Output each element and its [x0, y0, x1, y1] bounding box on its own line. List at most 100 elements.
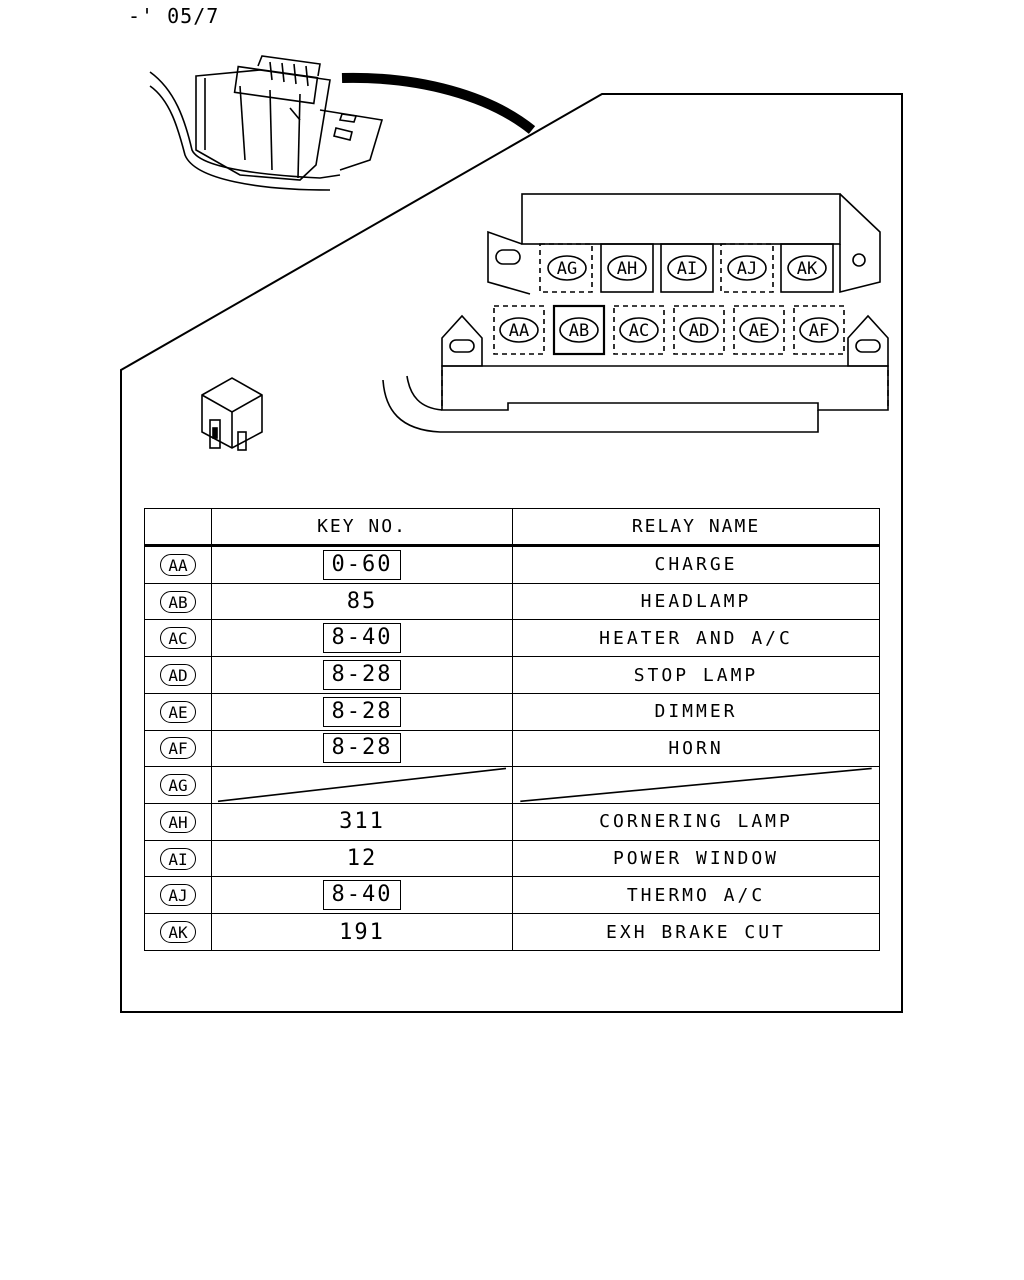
table-row: AE 8-28 DIMMER: [144, 692, 880, 731]
key-number: 8-28: [322, 733, 402, 764]
name-cell: HORN: [512, 729, 880, 768]
key-number: 8-28: [322, 696, 402, 727]
table-row: AK 191 EXH BRAKE CUT: [144, 913, 880, 951]
diagonal-slash: [513, 767, 879, 803]
table-row: AC 8-40 HEATER AND A/C: [144, 619, 880, 658]
row-code: AI: [160, 847, 196, 870]
harness-thumbnail-icon: [149, 55, 384, 191]
name-cell: POWER WINDOW: [512, 839, 880, 878]
key-cell: 8-40: [211, 619, 513, 658]
slot-label-aj: AJ: [727, 255, 767, 281]
upper-slot-labels: AG AH AI AJ AK: [547, 255, 827, 281]
key-number: 8-28: [322, 660, 402, 691]
row-code-cell: AD: [144, 656, 212, 694]
row-code: AB: [160, 590, 196, 613]
table-row: AA 0-60 CHARGE: [144, 545, 880, 584]
table-row: AG: [144, 766, 880, 805]
name-cell: STOP LAMP: [512, 656, 880, 694]
header-code: [144, 508, 212, 547]
slot-label-text: AI: [677, 259, 697, 279]
slot-label-ak: AK: [787, 255, 827, 281]
relay-name: EXH BRAKE CUT: [606, 921, 786, 943]
row-code-cell: AK: [144, 913, 212, 951]
key-cell: 0-60: [211, 545, 513, 584]
row-code: AG: [160, 774, 196, 797]
slot-label-text: AG: [557, 259, 577, 279]
lower-slot-labels: AA AB AC AD AE AF: [499, 317, 839, 343]
key-number: 311: [339, 809, 385, 835]
row-code-cell: AJ: [144, 876, 212, 915]
slot-label-text: AE: [749, 321, 769, 341]
slot-label-ah: AH: [607, 255, 647, 281]
relay-block: [382, 193, 889, 433]
relay-name: THERMO A/C: [626, 884, 766, 906]
row-code: AH: [160, 810, 196, 833]
row-code: AA: [160, 553, 196, 576]
relay-name: HEATER AND A/C: [599, 627, 793, 649]
row-code: AE: [160, 700, 196, 723]
key-cell: 12: [211, 839, 513, 878]
slot-label-text: AH: [617, 259, 637, 279]
name-cell: DIMMER: [512, 692, 880, 731]
relay-name: POWER WINDOW: [612, 848, 780, 870]
key-cell: 191: [211, 913, 513, 951]
key-number: 85: [346, 589, 378, 615]
diagonal-slash: [212, 767, 512, 803]
row-code: AJ: [160, 884, 196, 907]
relay-table: KEY NO. RELAY NAME AA 0-60 CHARGE AB 85 HEADL…: [144, 508, 880, 951]
relay-name: HEADLAMP: [640, 591, 752, 613]
slot-label-text: AA: [509, 321, 529, 341]
row-code-cell: AA: [144, 545, 212, 584]
name-cell: THERMO A/C: [512, 876, 880, 915]
row-code-cell: AF: [144, 729, 212, 768]
slot-label-text: AF: [809, 321, 829, 341]
relay-name: STOP LAMP: [633, 664, 759, 686]
key-cell: 8-28: [211, 692, 513, 731]
table-row: AH 311 CORNERING LAMP: [144, 803, 880, 841]
name-cell: CHARGE: [512, 545, 880, 584]
row-code-cell: AC: [144, 619, 212, 658]
header-key-no: KEY NO.: [211, 508, 513, 547]
name-cell: HEATER AND A/C: [512, 619, 880, 658]
slot-label-ag: AG: [547, 255, 587, 281]
table-row: AF 8-28 HORN: [144, 729, 880, 768]
table-row: AD 8-28 STOP LAMP: [144, 656, 880, 694]
slot-label-ad: AD: [679, 317, 719, 343]
row-code: AF: [160, 737, 196, 760]
key-cell: 8-28: [211, 729, 513, 768]
relay-name: CHARGE: [654, 554, 738, 576]
slot-label-af: AF: [799, 317, 839, 343]
row-code: AD: [160, 664, 196, 687]
key-number: 191: [339, 919, 385, 945]
name-cell: EXH BRAKE CUT: [512, 913, 880, 951]
key-cell: 8-40: [211, 876, 513, 915]
table-row: AI 12 POWER WINDOW: [144, 839, 880, 878]
row-code: AK: [160, 921, 196, 944]
slot-label-text: AB: [569, 321, 589, 341]
slot-label-ai: AI: [667, 255, 707, 281]
detail-frame: [120, 93, 903, 1013]
key-cell: 85: [211, 582, 513, 621]
row-code-cell: AI: [144, 839, 212, 878]
relay-name: DIMMER: [654, 701, 738, 723]
relay-name: CORNERING LAMP: [599, 811, 793, 833]
slot-label-ab: AB: [559, 317, 599, 343]
key-cell: 8-28: [211, 656, 513, 694]
row-code-cell: AE: [144, 692, 212, 731]
key-number: 8-40: [322, 623, 402, 654]
slot-label-ac: AC: [619, 317, 659, 343]
name-cell: CORNERING LAMP: [512, 803, 880, 841]
relay-icon: [201, 377, 263, 451]
document-code: -' 05/7: [128, 4, 220, 28]
slot-label-text: AD: [689, 321, 709, 341]
key-number: 0-60: [322, 549, 402, 580]
callout-pointer: [341, 72, 536, 134]
table-body: AA 0-60 CHARGE AB 85 HEADLAMP AC 8-40 HEATER AND…: [144, 545, 880, 951]
slot-label-ae: AE: [739, 317, 779, 343]
row-code-cell: AG: [144, 766, 212, 805]
table-header-row: KEY NO. RELAY NAME: [144, 508, 880, 547]
header-relay-name: RELAY NAME: [512, 508, 880, 547]
row-code-cell: AB: [144, 582, 212, 621]
slot-label-text: AK: [797, 259, 818, 279]
